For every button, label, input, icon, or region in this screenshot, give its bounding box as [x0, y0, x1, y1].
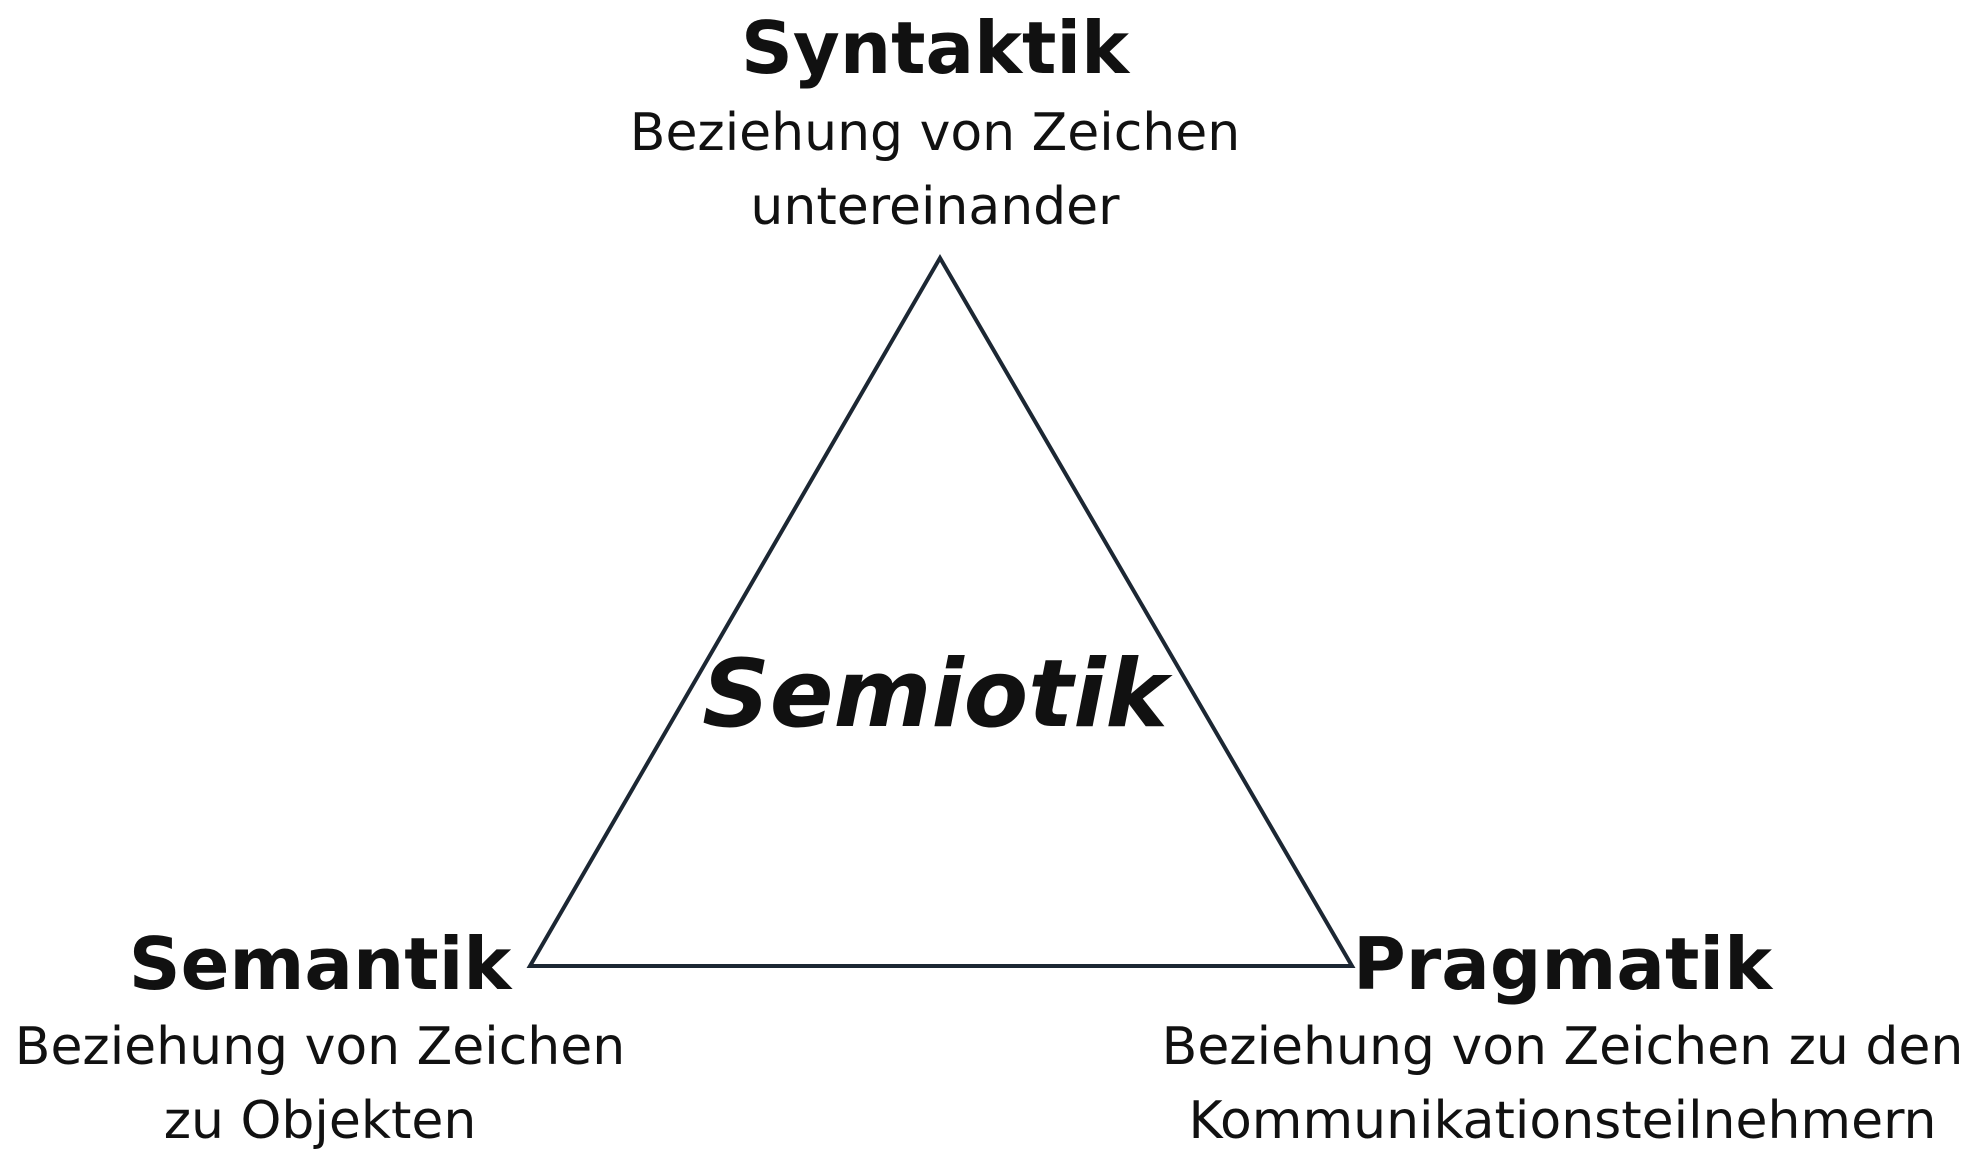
node-title: Semantik [128, 922, 512, 1006]
node-title: Syntaktik [741, 6, 1129, 90]
center-label: Semiotik [702, 640, 1168, 749]
node-description: Beziehung von Zeichen untereinander [535, 96, 1335, 244]
node-description-line: untereinander [750, 177, 1120, 237]
node-syntaktik: Syntaktik Beziehung von Zeichen unterein… [535, 8, 1335, 244]
node-description: Beziehung von Zeichen zu Objekten [0, 1010, 640, 1158]
node-title: Pragmatik [1353, 922, 1772, 1006]
node-semantik: Semantik Beziehung von Zeichen zu Objekt… [0, 924, 640, 1158]
node-description: Beziehung von Zeichen zu den Kommunikati… [1155, 1010, 1970, 1158]
node-description-line: Beziehung von Zeichen zu den [1161, 1017, 1964, 1077]
node-description-line: Beziehung von Zeichen [14, 1017, 626, 1077]
node-description-line: Kommunikationsteilnehmern [1188, 1091, 1937, 1151]
node-pragmatik: Pragmatik Beziehung von Zeichen zu den K… [1155, 924, 1970, 1158]
node-description-line: Beziehung von Zeichen [629, 103, 1241, 163]
node-description-line: zu Objekten [163, 1091, 477, 1151]
triangle-outline [526, 254, 1356, 968]
